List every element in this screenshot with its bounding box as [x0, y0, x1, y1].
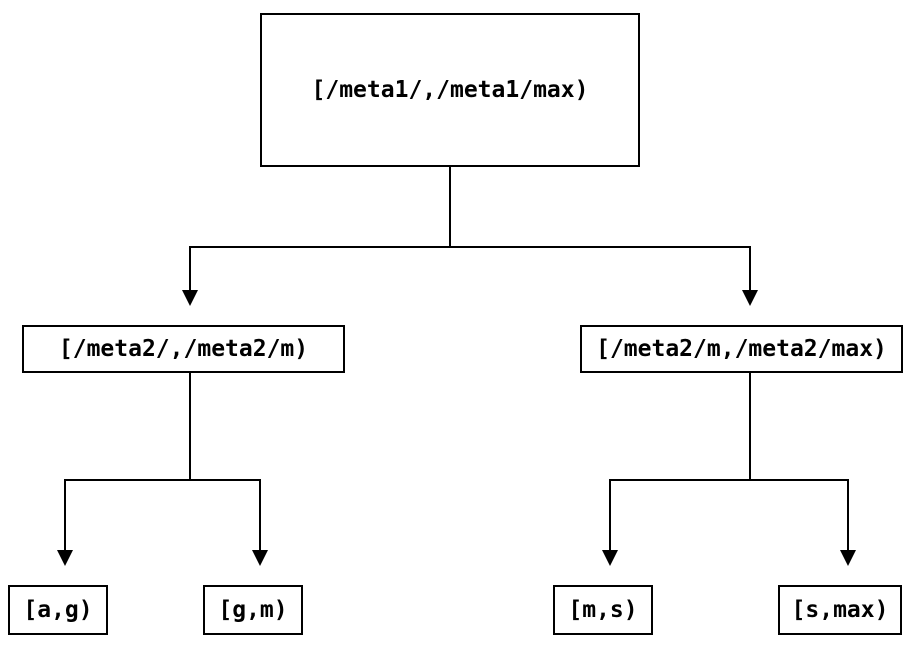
connector-right-subtree-left-drop — [609, 479, 611, 550]
node-label: [s,max) — [791, 597, 889, 623]
node-label: [/meta1/,/meta1/max) — [311, 77, 589, 103]
connector-left-subtree-trunk — [189, 373, 191, 481]
arrow-down-icon — [252, 550, 268, 566]
connector-level1-horizontal — [189, 246, 751, 248]
arrow-down-icon — [742, 290, 758, 306]
connector-left-subtree-left-drop — [64, 479, 66, 550]
connector-left-subtree-right-drop — [259, 479, 261, 550]
node-leaf-g-m: [g,m) — [203, 585, 303, 635]
node-meta2-right-range: [/meta2/m,/meta2/max) — [580, 325, 903, 373]
connector-root-trunk — [449, 167, 451, 248]
node-leaf-a-g: [a,g) — [8, 585, 108, 635]
connector-level1-right-drop — [749, 246, 751, 290]
node-label: [g,m) — [218, 597, 288, 623]
node-label: [/meta2/m,/meta2/max) — [596, 336, 887, 362]
node-leaf-s-max: [s,max) — [778, 585, 902, 635]
node-leaf-m-s: [m,s) — [553, 585, 653, 635]
connector-left-subtree-horizontal — [64, 479, 261, 481]
arrow-down-icon — [57, 550, 73, 566]
connector-right-subtree-trunk — [749, 373, 751, 481]
connector-right-subtree-right-drop — [847, 479, 849, 550]
arrow-down-icon — [182, 290, 198, 306]
connector-level1-left-drop — [189, 246, 191, 290]
arrow-down-icon — [602, 550, 618, 566]
connector-right-subtree-horizontal — [609, 479, 849, 481]
node-label: [m,s) — [568, 597, 638, 623]
node-root-meta1-range: [/meta1/,/meta1/max) — [260, 13, 640, 167]
node-meta2-left-range: [/meta2/,/meta2/m) — [22, 325, 345, 373]
node-label: [a,g) — [23, 597, 93, 623]
node-label: [/meta2/,/meta2/m) — [58, 336, 309, 362]
arrow-down-icon — [840, 550, 856, 566]
